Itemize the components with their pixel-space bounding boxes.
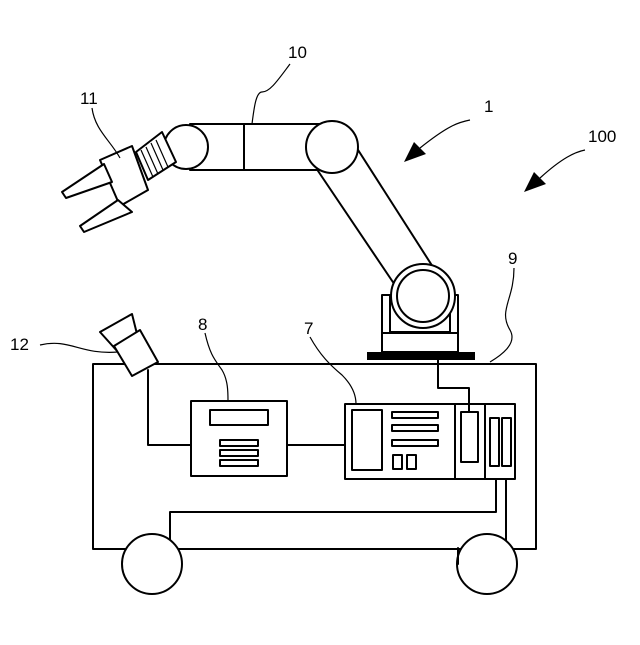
reference-labels: 10 11 1 100 9 12 8 7 — [10, 43, 616, 354]
wheel-right — [457, 534, 517, 594]
controller-bar-1 — [392, 412, 438, 418]
leader-camera — [40, 343, 118, 352]
gripper — [62, 146, 148, 232]
arrow-system-shaft — [540, 150, 585, 178]
controller-btn-1 — [393, 455, 402, 469]
base-plate — [367, 352, 475, 360]
image-processor-slot-3 — [220, 460, 258, 466]
controller-bar-2 — [392, 425, 438, 431]
image-processor-slot-2 — [220, 450, 258, 456]
gripper-finger-upper — [62, 164, 112, 198]
wheel-left — [122, 534, 182, 594]
label-camera: 12 — [10, 335, 29, 354]
controller-btn-2 — [407, 455, 416, 469]
gripper-finger-lower — [80, 200, 132, 232]
leader-arm — [252, 64, 290, 124]
robot-arm — [136, 121, 455, 328]
label-gripper: 11 — [80, 89, 98, 108]
leader-gripper — [92, 108, 120, 158]
label-system: 100 — [588, 127, 616, 146]
controller-module-1 — [461, 412, 478, 462]
controller-bar-3 — [392, 440, 438, 446]
image-processor-display — [210, 410, 268, 425]
controller-module-2 — [490, 418, 499, 466]
label-image-processor: 8 — [198, 315, 207, 334]
image-processor-slot-1 — [220, 440, 258, 446]
arrow-robot-head — [404, 142, 426, 162]
label-cart: 9 — [508, 249, 517, 268]
controller-module-3 — [502, 418, 511, 466]
controller-screen — [352, 410, 382, 470]
arrows — [404, 120, 585, 192]
label-controller: 7 — [304, 319, 313, 338]
shoulder-joint-inner — [397, 270, 449, 322]
arrow-robot-shaft — [420, 120, 470, 148]
label-robot: 1 — [484, 97, 493, 116]
label-arm: 10 — [288, 43, 307, 62]
elbow-joint — [306, 121, 358, 173]
leader-cart — [490, 268, 514, 362]
